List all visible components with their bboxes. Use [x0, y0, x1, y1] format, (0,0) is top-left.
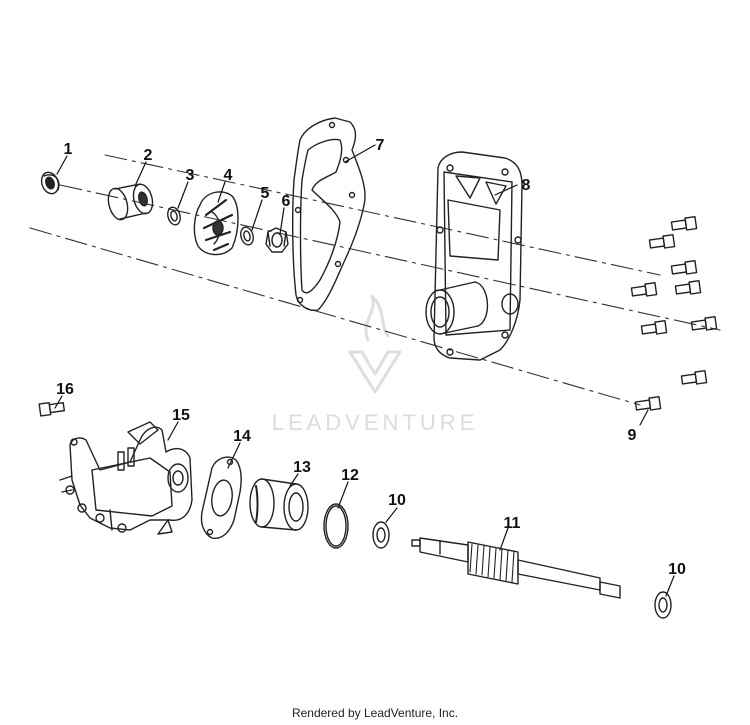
callout-12: 12 [341, 467, 359, 484]
callout-5: 5 [261, 185, 270, 202]
callout-15: 15 [172, 407, 190, 424]
sleeve-part-13 [249, 478, 309, 531]
bolts-part-9 [630, 216, 718, 411]
gasket-part-7 [292, 117, 366, 312]
callouts: 1 2 3 4 5 6 7 8 9 10 11 12 13 14 15 16 1… [56, 137, 686, 578]
washer-part-5 [240, 226, 254, 246]
watermark-logo [348, 294, 402, 394]
callout-4: 4 [224, 167, 233, 184]
footer-credit: Rendered by LeadVenture, Inc. [291, 706, 459, 720]
gasket-part-14 [200, 456, 242, 539]
callout-6: 6 [282, 193, 291, 210]
nut-part-6 [265, 227, 289, 253]
callout-1: 1 [64, 141, 73, 158]
washer-part-10-a [372, 521, 390, 549]
pump-body-part-15 [59, 421, 193, 535]
washer-part-10-b [654, 591, 672, 619]
callout-11: 11 [504, 515, 521, 532]
washer-part-3 [167, 206, 181, 226]
impeller-part-4 [193, 191, 239, 256]
callout-8: 8 [522, 177, 531, 194]
cover-part-8 [425, 151, 523, 361]
callout-10-a: 10 [388, 492, 406, 509]
bolt-part-16 [38, 401, 66, 417]
seal-part-1 [40, 171, 60, 195]
watermark-text: LEADVENTURE [272, 410, 479, 435]
o-ring-part-12 [323, 503, 349, 549]
bearing-part-2 [107, 183, 154, 221]
callout-3: 3 [186, 167, 195, 184]
callout-13: 13 [293, 459, 311, 476]
callout-10-b: 10 [668, 561, 686, 578]
callout-2: 2 [144, 147, 153, 164]
shaft-part-11 [411, 537, 621, 599]
leader-lines [54, 144, 675, 597]
callout-16: 16 [56, 381, 74, 398]
callout-7: 7 [376, 137, 385, 154]
callout-9: 9 [628, 427, 637, 444]
callout-14: 14 [233, 428, 251, 445]
axis-lines [29, 154, 721, 406]
